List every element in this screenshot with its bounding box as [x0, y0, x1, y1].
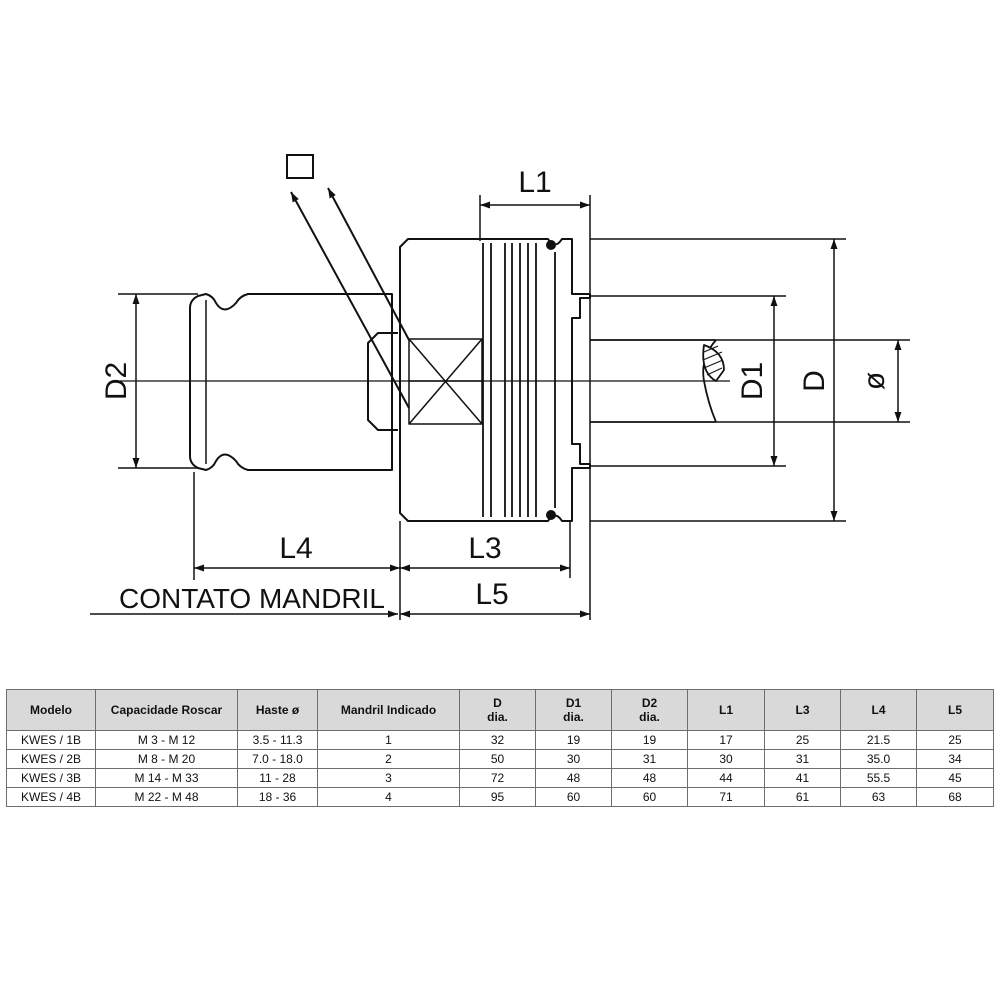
column-header-unit: dia.: [639, 710, 660, 724]
column-header: Capacidade Roscar: [95, 689, 238, 731]
table-cell: 30: [535, 749, 612, 769]
dimension-lines: [90, 201, 902, 618]
label-l3: L3: [468, 532, 501, 565]
table-cell: 25: [916, 730, 994, 750]
table-cell: 34: [916, 749, 994, 769]
table-cell: 3: [317, 768, 460, 788]
column-header-unit: dia.: [563, 710, 584, 724]
column-header: L3: [764, 689, 841, 731]
shank-outline: [189, 293, 393, 471]
table-cell: 31: [611, 749, 688, 769]
square-callout: [286, 154, 410, 409]
table-cell: M 22 - M 48: [95, 787, 238, 807]
table-cell: 60: [535, 787, 612, 807]
tool-body: [120, 238, 730, 522]
column-header-label: Modelo: [30, 702, 72, 717]
table-cell: 18 - 36: [237, 787, 318, 807]
table-cell: 30: [687, 749, 765, 769]
table-cell: 4: [317, 787, 460, 807]
label-l4: L4: [279, 532, 312, 565]
column-header: L5: [916, 689, 994, 731]
square-symbol-icon: [286, 154, 314, 179]
table-cell: 95: [459, 787, 536, 807]
table-cell: 45: [916, 768, 994, 788]
label-d1: D1: [736, 362, 769, 400]
label-diameter: ø: [858, 372, 891, 390]
column-header-label: L4: [871, 702, 886, 717]
table-cell: KWES / 1B: [6, 730, 96, 750]
table-cell: M 14 - M 33: [95, 768, 238, 788]
table-cell: 17: [687, 730, 765, 750]
column-header-label: Haste ø: [255, 702, 300, 717]
tap-bore: [590, 339, 725, 423]
table-cell: KWES / 4B: [6, 787, 96, 807]
column-header: L1: [687, 689, 765, 731]
table-cell: 1: [317, 730, 460, 750]
extension-lines: [118, 195, 910, 620]
label-d: D: [798, 370, 831, 392]
table-cell: 72: [459, 768, 536, 788]
table-cell: 19: [535, 730, 612, 750]
column-header-label: L5: [947, 702, 962, 717]
table-cell: 48: [535, 768, 612, 788]
label-contato-mandril: CONTATO MANDRIL: [119, 583, 385, 614]
table-cell: 60: [611, 787, 688, 807]
column-header: Haste ø: [237, 689, 318, 731]
table-cell: 7.0 - 18.0: [237, 749, 318, 769]
technical-drawing: L1 D2 D1 D ø L4 L3 L5 CONTATO MANDRIL: [90, 154, 910, 620]
column-header-label: L1: [718, 702, 733, 717]
table-cell: 2: [317, 749, 460, 769]
table-cell: 3.5 - 11.3: [237, 730, 318, 750]
table-cell: KWES / 3B: [6, 768, 96, 788]
table-cell: 63: [840, 787, 917, 807]
specification-table: Modelo Capacidade Roscar Haste ø Mandril In…: [6, 689, 994, 807]
table-cell: 41: [764, 768, 841, 788]
column-header-label: Capacidade Roscar: [110, 702, 223, 717]
table-cell: M 8 - M 20: [95, 749, 238, 769]
table-cell: 61: [764, 787, 841, 807]
column-header: Modelo: [6, 689, 96, 731]
column-header-label: L3: [795, 702, 810, 717]
table-cell: 32: [459, 730, 536, 750]
table-cell: 44: [687, 768, 765, 788]
table-cell: M 3 - M 12: [95, 730, 238, 750]
label-l1: L1: [518, 166, 551, 199]
table-cell: 19: [611, 730, 688, 750]
table-header: Modelo Capacidade Roscar Haste ø Mandril In…: [6, 689, 994, 731]
label-d2: D2: [100, 362, 133, 400]
column-header-label: Mandril Indicado: [340, 702, 437, 717]
table-cell: 68: [916, 787, 994, 807]
knurl-lines: [482, 243, 556, 517]
label-l5: L5: [475, 578, 508, 611]
table-cell: 35.0: [840, 749, 917, 769]
column-header-label: D2: [641, 695, 658, 710]
table-cell: 48: [611, 768, 688, 788]
main-body-outline: [399, 238, 591, 522]
table-cell: 71: [687, 787, 765, 807]
column-header-unit: dia.: [487, 710, 508, 724]
contact-dot-bottom: [546, 510, 556, 520]
table-cell: 55.5: [840, 768, 917, 788]
table-cell: 25: [764, 730, 841, 750]
column-header: L4: [840, 689, 917, 731]
column-header: Mandril Indicado: [317, 689, 460, 731]
table-cell: 11 - 28: [237, 768, 318, 788]
table-cell: KWES / 2B: [6, 749, 96, 769]
column-header-label: D: [493, 695, 502, 710]
table-cell: 21.5: [840, 730, 917, 750]
header-row: Modelo Capacidade Roscar Haste ø Mandril In…: [6, 689, 994, 731]
contact-dot-top: [546, 240, 556, 250]
table-cell: 31: [764, 749, 841, 769]
column-header-label: D1: [565, 695, 582, 710]
table-cell: 50: [459, 749, 536, 769]
